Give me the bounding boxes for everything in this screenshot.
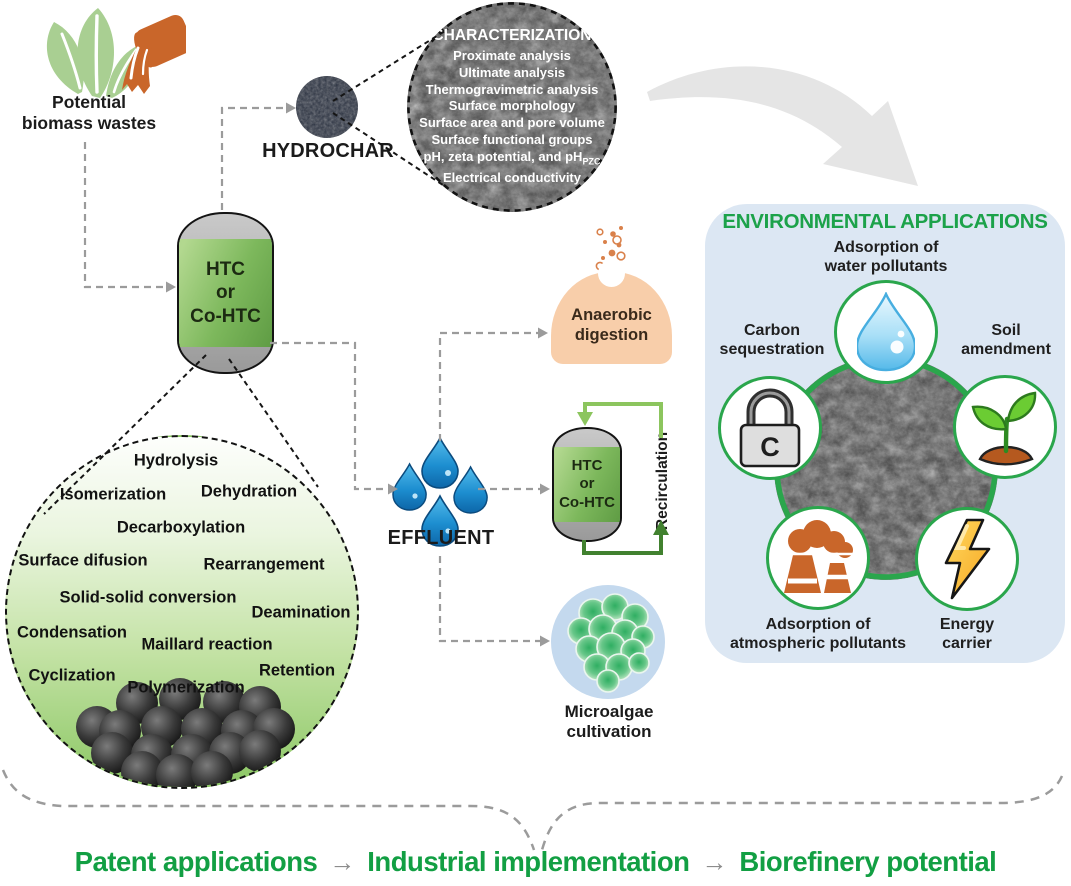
svg-text:C: C xyxy=(760,432,780,462)
reaction-label: Decarboxylation xyxy=(116,518,246,537)
reaction-label: Polymerization xyxy=(127,678,245,697)
characterization-title: CHARACTERIZATION xyxy=(432,27,592,44)
arrowhead xyxy=(166,281,176,293)
footer-arrow-icon: → xyxy=(701,846,728,877)
characterization-to-applications-arrow xyxy=(647,66,918,186)
carbon-sequestration-circle: C xyxy=(718,376,822,480)
reaction-label: Isomerization xyxy=(59,485,167,504)
reaction-label: Dehydration xyxy=(200,482,298,501)
anaerobic-notch xyxy=(598,260,625,287)
seedling-icon xyxy=(971,391,1037,466)
biomass-icon xyxy=(46,8,186,98)
htc-reactor: HTC or Co-HTC xyxy=(177,212,274,374)
factory-smoke-icon xyxy=(784,520,854,593)
water-drop-icon xyxy=(857,292,915,372)
hydrochar-sphere xyxy=(296,76,358,138)
recirculation-label: Recirculation xyxy=(654,431,671,531)
reaction-label: Condensation xyxy=(17,623,127,642)
reaction-label: Hydrolysis xyxy=(133,451,219,470)
footer-item: Industrial implementation xyxy=(367,846,690,877)
padlock-carbon-icon: C xyxy=(739,388,801,468)
recirculation-arrowhead-down xyxy=(577,412,593,426)
soil-amendment-label: Soil amendment xyxy=(961,322,1051,358)
reaction-label: Deamination xyxy=(251,603,351,622)
reaction-label: Maillard reaction xyxy=(141,635,273,654)
flow-effluent-to-anaerobic xyxy=(438,331,538,441)
soil-amendment-circle xyxy=(953,375,1057,479)
recirculation-htc-reactor-label: HTC or Co-HTC xyxy=(559,457,615,511)
reaction-label: Surface difusion xyxy=(18,551,148,570)
microalgae-icon xyxy=(551,585,665,699)
flow-reactor-to-effluent xyxy=(270,341,388,491)
effluent-label: EFFLUENT xyxy=(387,527,495,549)
water-pollutants-label: Adsorption of water pollutants xyxy=(824,239,948,275)
arrowhead xyxy=(540,483,550,495)
lightning-bolt-icon xyxy=(944,518,991,600)
energy-carrier-label: Energy carrier xyxy=(939,616,995,652)
footer-arrow-icon: → xyxy=(329,846,356,877)
anaerobic-digestion-shape: Anaerobic digestion xyxy=(551,260,672,364)
characterization-circle: CHARACTERIZATION Proximate analysis Ulti… xyxy=(407,2,617,212)
anaerobic-digestion-label: Anaerobic digestion xyxy=(571,305,652,344)
characterization-text: CHARACTERIZATION Proximate analysis Ulti… xyxy=(407,2,617,212)
carbon-sequestration-label: Carbon sequestration xyxy=(719,322,825,358)
environmental-title: ENVIRONMENTAL APPLICATIONS xyxy=(722,210,1048,233)
reaction-label: Retention xyxy=(258,661,336,680)
reaction-label: Solid-solid conversion xyxy=(59,588,237,607)
footer-pathway: Patent applications → Industrial impleme… xyxy=(0,846,1071,878)
atmospheric-pollutants-circle xyxy=(766,506,870,610)
arrowhead xyxy=(538,327,548,339)
arrowhead xyxy=(286,102,296,114)
recirculation-htc-reactor: HTC or Co-HTC xyxy=(552,427,622,542)
footer-item: Patent applications xyxy=(74,846,318,877)
hydrochar-label: HYDROCHAR xyxy=(262,140,394,162)
energy-carrier-circle xyxy=(915,507,1019,611)
footer-item: Biorefinery potential xyxy=(739,846,997,877)
flow-biomass-to-reactor xyxy=(83,142,166,289)
flow-effluent-to-microalgae xyxy=(438,556,540,643)
htc-reactor-label: HTC or Co-HTC xyxy=(190,259,261,327)
water-pollutants-circle xyxy=(834,280,938,384)
atmospheric-pollutants-label: Adsorption of atmospheric pollutants xyxy=(729,616,907,652)
arrowhead xyxy=(540,635,550,647)
bracket-right xyxy=(540,775,1064,851)
pouring-container-icon xyxy=(122,14,186,94)
effluent-drops-icon xyxy=(392,437,488,547)
reaction-label: Rearrangement xyxy=(203,555,325,574)
reaction-label: Cyclization xyxy=(28,666,116,685)
biomass-label: Potential biomass wastes xyxy=(21,92,157,133)
microalgae-label: Microalgae cultivation xyxy=(564,702,654,742)
